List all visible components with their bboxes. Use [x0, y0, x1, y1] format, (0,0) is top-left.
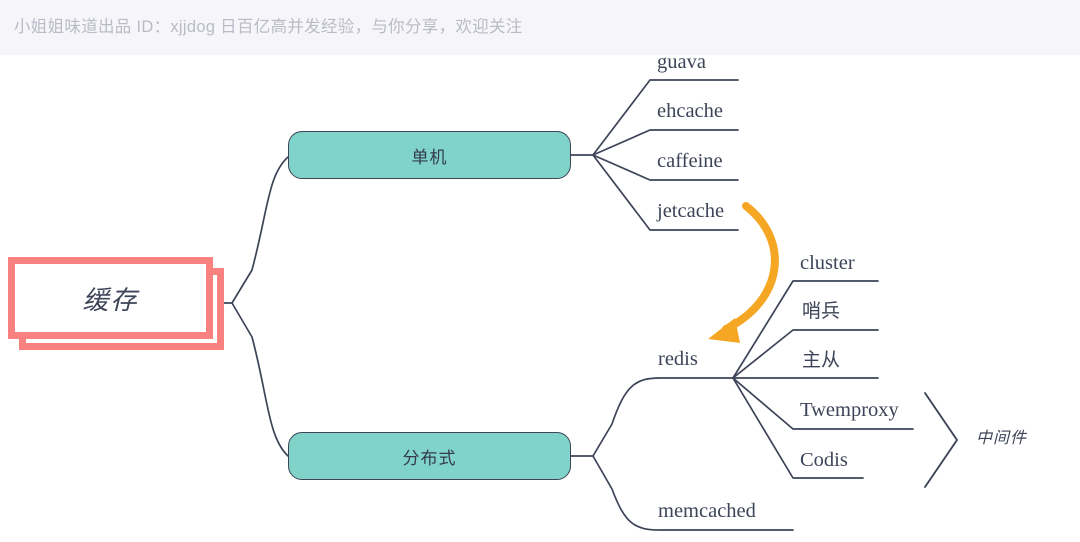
- wire-redis-sentinel: [732, 329, 879, 379]
- leaf-label-redis[interactable]: redis: [658, 348, 698, 370]
- watermark-bar: 小姐姐味道出品 ID：xjjdog 日百亿高并发经验，与你分享，欢迎关注: [0, 0, 1080, 55]
- leaf-label-ehcache[interactable]: ehcache: [657, 100, 723, 122]
- root-node-front-rect: 缓存: [8, 257, 213, 339]
- root-node-cache[interactable]: 缓存: [8, 257, 224, 350]
- branch-node-distributed-label: 分布式: [402, 448, 457, 468]
- annotation-arrow-curve: [722, 202, 779, 333]
- leaf-label-master-slave[interactable]: 主从: [802, 350, 841, 371]
- wire-root-to-distributed: [231, 302, 289, 457]
- branch-node-distributed[interactable]: 分布式: [288, 432, 571, 480]
- wire-redis-twemproxy: [732, 377, 914, 430]
- root-node-label: 缓存: [82, 284, 139, 315]
- wire-root-to-standalone: [231, 156, 289, 304]
- wire-redis-cluster: [732, 280, 879, 379]
- annotation-arrow-group: [708, 202, 779, 343]
- branch-node-standalone[interactable]: 单机: [288, 131, 571, 179]
- group-bracket-chevron: [924, 392, 958, 488]
- wire-distributed-memcached: [592, 455, 794, 531]
- leaf-label-codis[interactable]: Codis: [800, 449, 848, 471]
- watermark-text: 小姐姐味道出品 ID：xjjdog 日百亿高并发经验，与你分享，欢迎关注: [14, 18, 523, 36]
- leaf-label-cluster[interactable]: cluster: [800, 252, 855, 274]
- leaf-label-guava[interactable]: guava: [657, 51, 706, 73]
- wire-redis-codis: [732, 377, 864, 479]
- branch-node-standalone-label: 单机: [411, 147, 448, 167]
- leaf-label-caffeine[interactable]: caffeine: [657, 150, 723, 172]
- wire-standalone-caffeine: [592, 154, 739, 181]
- leaf-label-memcached[interactable]: memcached: [658, 500, 756, 522]
- wire-distributed-redis: [592, 377, 734, 457]
- leaf-label-twemproxy[interactable]: Twemproxy: [800, 399, 899, 421]
- wire-standalone-jetcache: [592, 154, 739, 231]
- wire-standalone-guava: [592, 79, 739, 156]
- leaf-label-sentinel[interactable]: 哨兵: [802, 301, 841, 322]
- wire-standalone-ehcache: [592, 129, 739, 156]
- leaf-label-jetcache[interactable]: jetcache: [657, 200, 725, 222]
- group-bracket-label: 中间件: [976, 430, 1028, 447]
- annotation-arrow-head: [708, 318, 740, 343]
